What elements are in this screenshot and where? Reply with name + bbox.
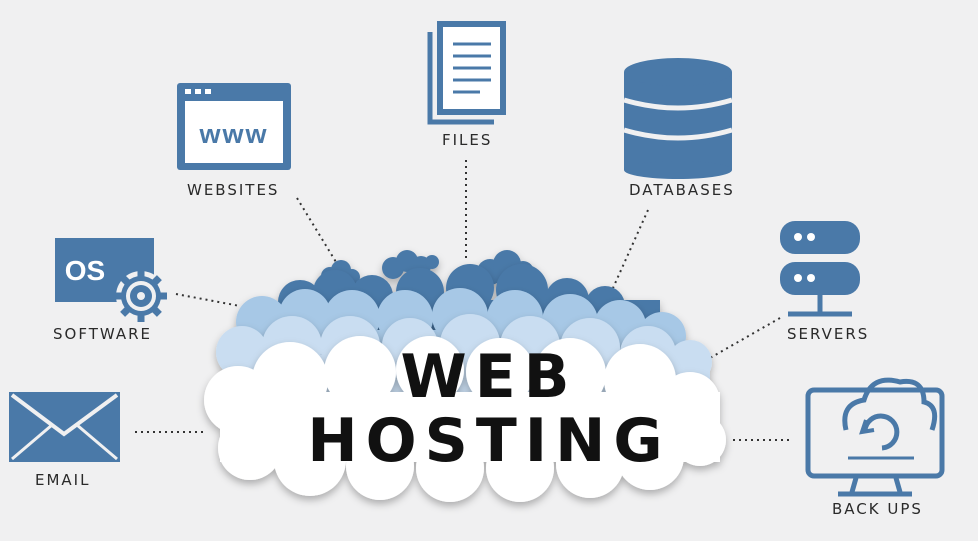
connector-databases [612, 209, 649, 289]
os-text: OS [65, 255, 105, 286]
label-software: SOFTWARE [53, 325, 153, 343]
www-text: www [198, 119, 268, 149]
label-servers: SERVERS [787, 325, 870, 343]
document-stack-icon [427, 21, 506, 125]
label-databases: DATABASES [629, 181, 735, 199]
server-rack-icon [780, 221, 860, 317]
connector-servers [702, 317, 781, 363]
connector-lines [135, 160, 792, 441]
cloud-layer-white [204, 336, 726, 502]
connector-websites [296, 197, 337, 263]
label-backups: BACK UPS [832, 500, 923, 518]
monitor-cloud-sync-icon [805, 377, 945, 497]
title-line-1: WEB [400, 342, 578, 412]
title-line-2: HOSTING [307, 406, 671, 476]
label-email: EMAIL [35, 471, 91, 489]
label-files: FILES [442, 131, 493, 149]
browser-window-icon: www [177, 83, 291, 170]
envelope-icon [9, 392, 120, 462]
label-websites: WEBSITES [187, 181, 280, 199]
connector-software [175, 293, 241, 307]
gear-icon [115, 270, 167, 322]
cloud-cluster [204, 250, 726, 502]
os-gear-icon: OS [55, 238, 167, 322]
database-icon [623, 58, 733, 179]
